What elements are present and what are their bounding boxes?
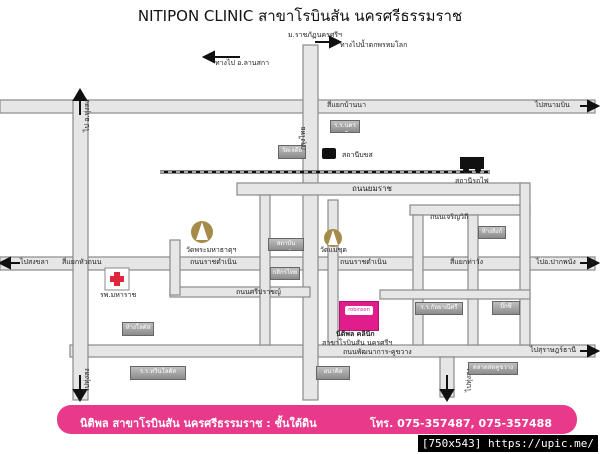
label-bus-station: สถานีบขส (342, 151, 373, 159)
image-credit: [750x543] https://upic.me/ (417, 435, 598, 452)
road-side-7 (379, 289, 531, 300)
label-km4: 4 (590, 258, 595, 266)
label-ratchadamnoen: ถนนราชดำเนิน (190, 258, 237, 266)
label-sam-yaek-ban-na: สี่แยกบ้านนา (327, 101, 366, 109)
temple-icon-wat-phra-that-spire (196, 222, 208, 240)
box-city-hall: สถาบันราชภัฏ (268, 238, 304, 251)
label-sam-yaek-hua-thanon: สี่แยกหัวถนน (62, 258, 102, 266)
box-kasikorn: กสิกรไทย (270, 267, 300, 280)
label-to-pak-phanang: ไปอ.ปากพนัง (536, 258, 576, 266)
label-phrom-khiri: ทางไปน้ำตกพรหมโลก (340, 41, 408, 49)
temple-icon-wat-saw-spire (328, 230, 338, 245)
road-side-2 (259, 194, 271, 346)
road-side-1 (169, 239, 181, 296)
train-marker (460, 157, 484, 173)
arrow-lan-saka-head (201, 50, 215, 64)
box-nakhon-nuea: ร.ร.นครเหนือ (330, 120, 360, 133)
box-tesco: ห้างโลตัส (122, 322, 154, 336)
box-wat-mongkol: วัดเจดีย์ (278, 145, 306, 159)
label-train-station: สถานีรถไฟ (455, 177, 489, 185)
hospital-marker (104, 267, 130, 291)
clinic-marker[interactable]: robinson (339, 301, 379, 331)
label-wat-phra-that: วัดพระมหาธาตุฯ (186, 246, 237, 254)
train-wheel-1 (463, 167, 469, 173)
label-clinic-sub: สาขาโรบินสัน นครศรีฯ (322, 339, 393, 347)
road-side-3 (327, 199, 339, 346)
arrow-phrom-head (329, 35, 343, 49)
label-clinic-name: นิติพล คลินิก (336, 330, 375, 338)
arrow-east-bottom-head (587, 344, 600, 358)
label-surat: ไปสุราษฎร์ธานี (530, 346, 576, 354)
arrow-south-right-head (439, 389, 455, 402)
box-fresh-market: ตลาดสดคูขวาง (468, 362, 518, 375)
box-oasis: อนาคิส (316, 366, 350, 380)
footer-phone: โทร. 075-357487, 075-357488 (370, 417, 552, 430)
train-wheel-2 (475, 167, 481, 173)
arrow-north-left-head (72, 88, 88, 101)
bus-icon (322, 148, 336, 159)
box-kalaya: ร.ร.กัลยาณีศรีธรรมราช (415, 302, 463, 315)
temple-markers (191, 221, 342, 247)
road-side-4 (412, 214, 424, 346)
box-school-wat: ร.ร.ทวินโลตัส (130, 366, 186, 380)
clinic-logo: robinson (345, 306, 373, 315)
road-main-north-south (302, 44, 319, 401)
bus-marker (322, 148, 336, 159)
label-krungthai: กรุงไทย (299, 126, 307, 150)
label-thung-song-bottom-left: ไปทุ่งสง (83, 368, 91, 392)
label-maharaj-hosp: รพ.มหาราช (100, 291, 137, 299)
box-big-c: บิ๊กซี (492, 301, 520, 315)
label-ratchabhat: ม.ราชภัฏนครศรีฯ (288, 31, 342, 39)
footer-address: นิติพล สาขาโรบินสัน นครศรีธรรมราช : ชั้น… (80, 417, 317, 430)
road-side-6 (519, 182, 531, 346)
train-icon (460, 157, 484, 169)
box-hospital-link: ห้างลิงก์ (478, 226, 506, 239)
arrows (0, 35, 600, 402)
arrow-east-mid-head (587, 256, 600, 270)
label-charoenwithi: ถนนเจริญวิถี (430, 213, 469, 221)
roads (0, 44, 596, 401)
road-charoenwithi (409, 204, 531, 216)
label-tung-song: ไป อ.ทุ่งสง (83, 99, 91, 132)
road-tung-song-north-south (72, 99, 89, 401)
arrow-east-top-head (587, 99, 600, 113)
label-pattanakan-road: ถนนพัฒนาการ-คูขวาง (343, 348, 412, 356)
label-sri-prat-road: ถนนศรีปราชญ์ (236, 288, 281, 296)
road-side-5 (467, 214, 479, 346)
label-to-airport: ไปสนามบิน (535, 101, 570, 109)
label-sam-yaek: สี่แยกท่าวัง (450, 258, 484, 266)
footer-bar (57, 405, 577, 434)
label-lan-saka: ทางไป อ.ลานสกา (215, 59, 270, 67)
label-to-songkhla: ไปสงขลา (20, 258, 49, 266)
hospital-cross-h (110, 276, 124, 282)
arrow-south-left-head (72, 389, 88, 402)
label-wat-saw: วัดแม่ชุด (320, 246, 347, 254)
label-ratchadamnoen-2: ถนนราชดำเนิน (340, 258, 387, 266)
label-yommarat-road: ถนนยมราช (352, 184, 392, 193)
map-title: NITIPON CLINIC สาขาโรบินสัน นครศรีธรรมรา… (137, 7, 463, 25)
arrow-west-head (0, 256, 11, 270)
